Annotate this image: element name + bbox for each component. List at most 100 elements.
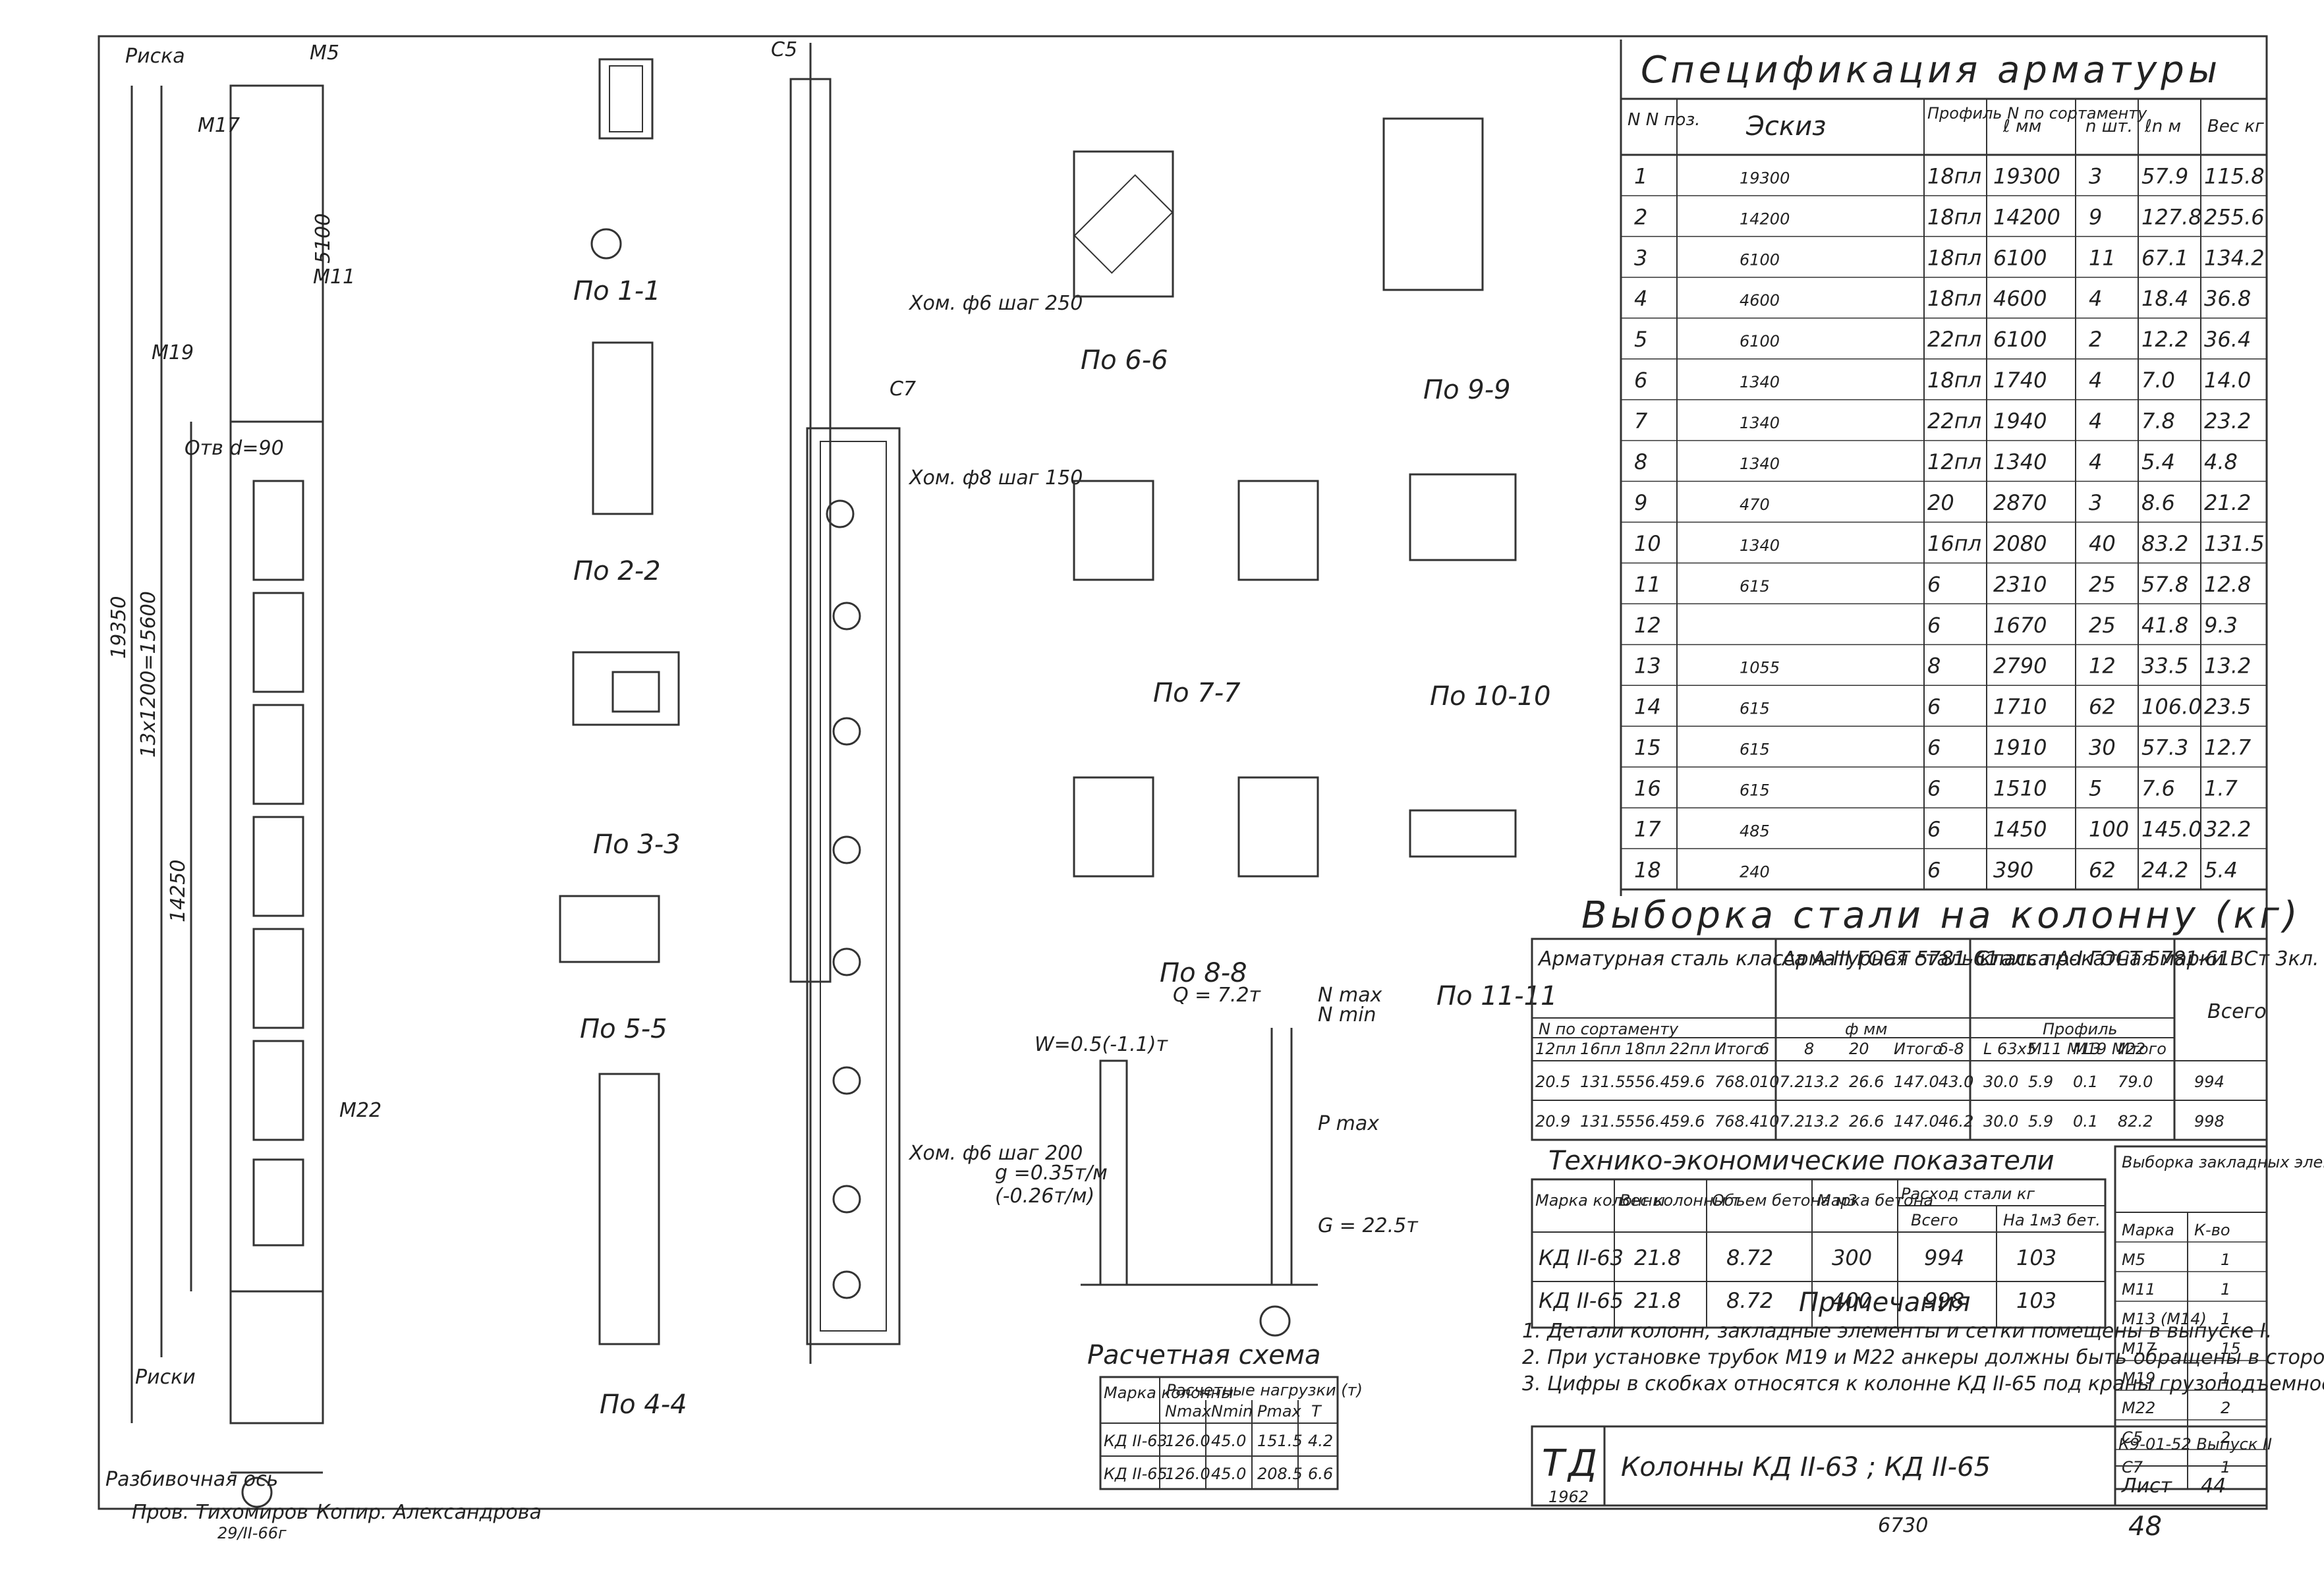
steel-col: 8 [1804, 1040, 1814, 1058]
spec-cell-len: 1740 [1993, 368, 2047, 393]
steel-cell: 59.6 [1670, 1073, 1705, 1091]
spec-cell-qty: 25 [2089, 613, 2116, 638]
spec-cell-pos: 2 [1634, 204, 1647, 229]
svg-text:Вес колонны т: Вес колонны т [1620, 1191, 1741, 1210]
spec-cell-pos: 18 [1634, 857, 1661, 882]
steel-col: M11 М13 [2028, 1040, 2101, 1058]
section-1-1: По 1-1 [573, 276, 661, 306]
svg-text:45.0: 45.0 [1211, 1432, 1246, 1450]
steel-cell: 107.2 [1759, 1073, 1805, 1091]
spec-cell-profile: 18пл [1927, 204, 1981, 229]
spec-cell-profile: 20 [1927, 490, 1954, 515]
clamp-label-3: Хом. ф6 шаг 200 [908, 1142, 1083, 1165]
spec-cell-weight: 23.5 [2204, 694, 2251, 719]
spec-cell-pos: 3 [1634, 245, 1647, 270]
tech-table: Технико-экономические показатели Марка к… [1531, 1146, 2107, 1329]
spec-cell-sketch: 240 [1740, 862, 1770, 881]
riska-top-label: Риска [125, 45, 185, 68]
spec-cell-sketch: 1055 [1740, 659, 1780, 677]
spec-cell-qty: 30 [2089, 735, 2116, 760]
section-9-9: По 9-9 [1423, 375, 1511, 405]
steel-cell: 768.4 [1715, 1112, 1760, 1131]
spec-cell-weight: 1.7 [2204, 776, 2238, 801]
embedded-mark: М19 [2122, 1369, 2155, 1388]
spec-hdr-total: ℓn м [2144, 117, 2181, 136]
spec-cell-len: 1670 [1993, 613, 2047, 638]
spec-cell-weight: 5.4 [2204, 857, 2238, 882]
footer-num2: 48 [2128, 1511, 2162, 1542]
mark-c5: С5 [771, 38, 797, 61]
spec-table: Спецификация арматуры N N поз. Эскиз Про… [1620, 40, 2268, 896]
spec-cell-total: 57.3 [2141, 735, 2188, 760]
calc-title: Расчетная схема [1087, 1340, 1321, 1370]
spec-cell-total: 12.2 [2141, 327, 2188, 352]
tech-cell: 994 [1924, 1245, 1964, 1270]
spec-cell-sketch: 1340 [1740, 455, 1780, 473]
spec-cell-len: 2870 [1993, 490, 2047, 515]
spec-hdr-len: ℓ мм [2002, 117, 2041, 136]
spec-cell-sketch: 470 [1740, 495, 1770, 514]
spec-cell-profile: 18пл [1927, 163, 1981, 188]
tech-cell: 8.72 [1726, 1245, 1773, 1270]
spec-cell-total: 83.2 [2141, 531, 2188, 556]
spec-cell-profile: 8 [1927, 654, 1941, 679]
spec-cell-profile: 16пл [1927, 531, 1981, 556]
spec-cell-total: 33.5 [2141, 654, 2188, 679]
footer-copied: Копир. Александрова [316, 1501, 542, 1524]
spec-cell-weight: 12.8 [2204, 572, 2251, 597]
section-6-6: По 6-6 [1081, 345, 1168, 376]
spec-cell-total: 24.2 [2141, 857, 2188, 882]
steel-cell: 82.2 [2118, 1112, 2153, 1131]
steel-cell: 147.0 [1894, 1112, 1939, 1131]
tech-title: Технико-экономические показатели [1548, 1146, 2055, 1176]
spec-cell-qty: 4 [2089, 286, 2102, 311]
steel-cell: 998 [2194, 1112, 2225, 1131]
tech-cell: 21.8 [1634, 1288, 1681, 1313]
spec-cell-len: 1940 [1993, 408, 2047, 434]
svg-text:126.0: 126.0 [1165, 1432, 1210, 1450]
embedded-qty: 2 [2221, 1428, 2230, 1447]
steel-cell: 0.1 [2073, 1112, 2098, 1131]
spec-cell-pos: 1 [1634, 163, 1647, 188]
spec-cell-qty: 11 [2089, 245, 2116, 270]
spec-cell-sketch: 615 [1740, 577, 1770, 596]
spec-cell-profile: 18пл [1927, 286, 1981, 311]
spec-cell-total: 7.6 [2141, 776, 2175, 801]
embedded-mark: С7 [2122, 1458, 2143, 1477]
steel-col: 18пл [1625, 1040, 1666, 1058]
clamp-label-2: Хом. ф8 шаг 150 [908, 466, 1083, 490]
spec-cell-sketch: 6100 [1740, 332, 1780, 351]
riski-bottom-label: Риски [135, 1366, 196, 1389]
spec-cell-weight: 9.3 [2204, 613, 2238, 638]
steel-sub-3: Профиль [2043, 1020, 2118, 1038]
svg-text:45.0: 45.0 [1211, 1465, 1246, 1483]
svg-text:Всего: Всего [1911, 1211, 1958, 1229]
dim-total-height: 19350 [107, 596, 130, 659]
section-4-4: По 4-4 [600, 1390, 687, 1420]
spec-cell-total: 18.4 [2141, 286, 2188, 311]
svg-text:Марка колонны: Марка колонны [1535, 1191, 1665, 1210]
spec-cell-profile: 6 [1927, 816, 1941, 841]
embedded-qty: 1 [2221, 1251, 2230, 1269]
tech-cell: КД II-65 [1539, 1288, 1624, 1313]
spec-cell-weight: 255.6 [2204, 204, 2265, 229]
spec-cell-pos: 4 [1634, 286, 1647, 311]
calc-scheme [1081, 1028, 1318, 1337]
calc-nmin: N min [1318, 1003, 1376, 1027]
spec-cell-qty: 12 [2089, 654, 2116, 679]
spec-cell-profile: 6 [1927, 857, 1941, 882]
steel-cell: 20.9 [1535, 1112, 1570, 1131]
spec-cell-pos: 11 [1634, 572, 1661, 597]
steel-cell: 556.4 [1625, 1112, 1670, 1131]
steel-col: Итого [1715, 1040, 1763, 1058]
mark-m11: М11 [313, 266, 355, 289]
spec-cell-total: 57.9 [2141, 163, 2188, 188]
steel-cell: 46.2 [1939, 1112, 1973, 1131]
tech-cell: 103 [2016, 1288, 2056, 1313]
spec-cell-weight: 32.2 [2204, 816, 2251, 841]
spec-hdr-qty: n шт. [2085, 117, 2133, 136]
embedded-mark: М5 [2122, 1251, 2145, 1269]
steel-group-2: Арматурная сталь класса А-I ГОСТ 5781-61 [1781, 947, 2230, 971]
spec-cell-profile: 18пл [1927, 368, 1981, 393]
spec-cell-profile: 22пл [1927, 408, 1981, 434]
